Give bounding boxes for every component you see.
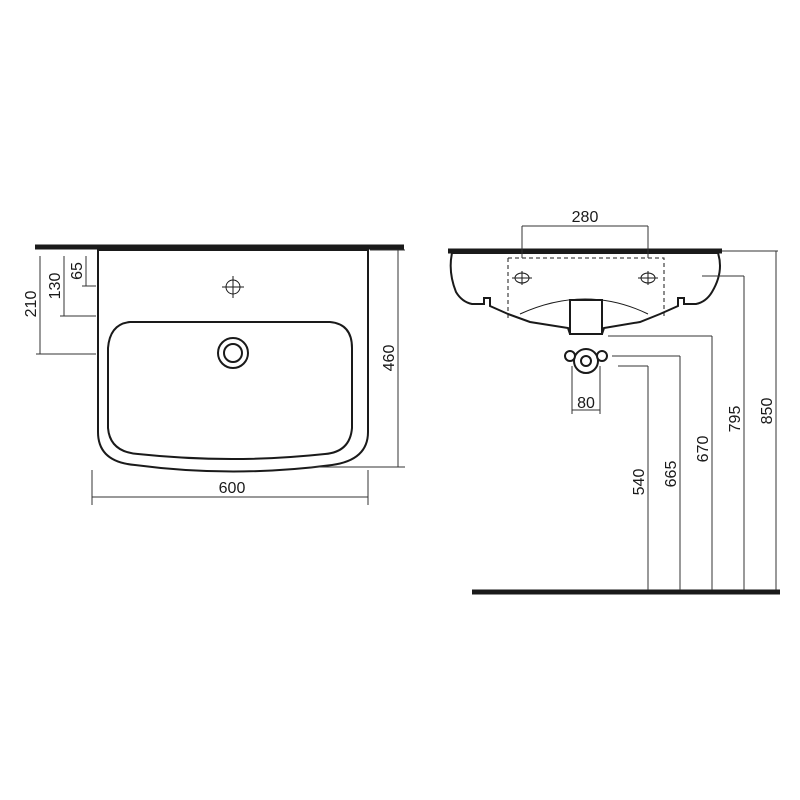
dim-label-600: 600 (219, 480, 246, 497)
dim-130: 130 (47, 256, 96, 317)
dim-label-65: 65 (69, 262, 86, 280)
dim-label-460: 460 (381, 345, 398, 372)
dim-80: 80 (571, 366, 601, 414)
dim-label-130: 130 (47, 273, 64, 300)
dim-label-280: 280 (572, 209, 599, 226)
dim-label-795: 795 (727, 406, 744, 433)
dim-670: 670 (608, 335, 713, 590)
dim-label-670: 670 (695, 436, 712, 463)
dim-label-665: 665 (663, 461, 680, 488)
dim-665: 665 (612, 355, 681, 590)
dim-850: 850 (722, 250, 778, 590)
drain-hole (217, 337, 249, 369)
bowl-inner-line (519, 298, 649, 315)
fixing-hole-left (512, 271, 532, 285)
front-view: 600 460 210 130 65 (23, 244, 405, 505)
hidden-fixing-outline (507, 257, 665, 318)
dim-label-80: 80 (577, 395, 595, 412)
dim-label-210: 210 (23, 291, 40, 318)
dim-210: 210 (23, 256, 96, 355)
side-view: 280 80 540 665 67 (448, 209, 780, 595)
dim-height-460: 460 (310, 249, 405, 468)
waste-connection (564, 348, 608, 374)
basin-bowl (107, 321, 353, 460)
outlet-block (569, 299, 603, 335)
tap-hole (222, 276, 244, 298)
dim-540: 540 (618, 365, 649, 590)
dim-65: 65 (69, 256, 96, 287)
dim-label-850: 850 (759, 398, 776, 425)
dim-795: 795 (702, 275, 745, 590)
dim-280: 280 (521, 209, 649, 258)
dim-width-600: 600 (91, 470, 369, 505)
dim-label-540: 540 (631, 469, 648, 496)
fixing-hole-right (638, 271, 658, 285)
